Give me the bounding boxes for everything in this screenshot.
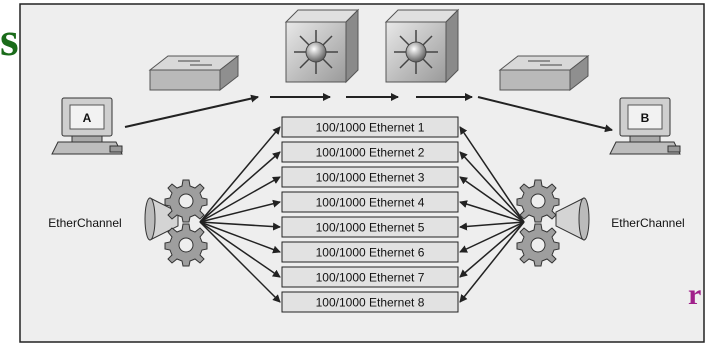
link-label: 100/1000 Ethernet 1 (316, 121, 425, 135)
link-list: 100/1000 Ethernet 1 100/1000 Ethernet 2 10… (281, 116, 459, 313)
link-row: 100/1000 Ethernet 7 (281, 266, 459, 288)
link-row: 100/1000 Ethernet 3 (281, 166, 459, 188)
etherchannel-left-label: EtherChannel (48, 216, 121, 230)
link-arrow (459, 221, 525, 231)
gear-top-right-icon (516, 179, 560, 223)
link-row: 100/1000 Ethernet 6 (281, 241, 459, 263)
link-row: 100/1000 Ethernet 8 (281, 291, 459, 313)
link-row: 100/1000 Ethernet 4 (281, 191, 459, 213)
multilayer-switch-left-icon (284, 8, 360, 84)
link-arrow (459, 176, 525, 223)
switch-right-icon (498, 54, 590, 92)
link-arrow (459, 221, 525, 303)
etherchannel-right-funnel-icon (555, 197, 590, 241)
link-arrow (459, 126, 525, 223)
link-label: 100/1000 Ethernet 4 (316, 196, 425, 210)
computer-b-icon (609, 97, 681, 155)
link-label: 100/1000 Ethernet 7 (316, 271, 425, 285)
gear-bottom-left-icon (164, 223, 208, 267)
link-row: 100/1000 Ethernet 1 (281, 116, 459, 138)
gear-top-left-icon (164, 179, 208, 223)
link-arrow (459, 221, 525, 278)
link-box (281, 291, 459, 313)
link-label: 100/1000 Ethernet 3 (316, 171, 425, 185)
multilayer-switch-right-icon (384, 8, 460, 84)
link-box (281, 191, 459, 213)
link-label: 100/1000 Ethernet 8 (316, 296, 425, 310)
link-box (281, 216, 459, 238)
link-arrow (199, 221, 281, 231)
host-b-label: B (641, 111, 650, 125)
slide-fragment-bottom: r (688, 278, 702, 311)
link-box (281, 116, 459, 138)
computer-a-icon (51, 97, 123, 155)
link-arrow (199, 126, 281, 223)
slide-fragment-top: s (0, 13, 19, 66)
etherchannel-right-label: EtherChannel (611, 216, 684, 230)
link-arrow (199, 221, 281, 254)
gear-bottom-right-icon (516, 223, 560, 267)
link-arrow (459, 200, 525, 223)
link-box (281, 141, 459, 163)
link-label: 100/1000 Ethernet 5 (316, 221, 425, 235)
top-path-arrows (124, 93, 613, 133)
link-arrow (459, 151, 525, 223)
link-label: 100/1000 Ethernet 2 (316, 146, 425, 160)
link-box (281, 266, 459, 288)
link-arrow (459, 221, 525, 253)
link-row: 100/1000 Ethernet 2 (281, 141, 459, 163)
link-box (281, 241, 459, 263)
link-arrow (199, 151, 281, 223)
link-fan-arrows (199, 126, 525, 303)
host-a-label: A (83, 111, 92, 125)
link-row: 100/1000 Ethernet 5 (281, 216, 459, 238)
link-arrow (199, 221, 281, 303)
link-arrow (199, 176, 281, 223)
link-arrow (199, 221, 281, 278)
link-box (281, 166, 459, 188)
link-label: 100/1000 Ethernet 6 (316, 246, 425, 260)
switch-left-icon (148, 54, 240, 92)
link-arrow (199, 199, 281, 223)
